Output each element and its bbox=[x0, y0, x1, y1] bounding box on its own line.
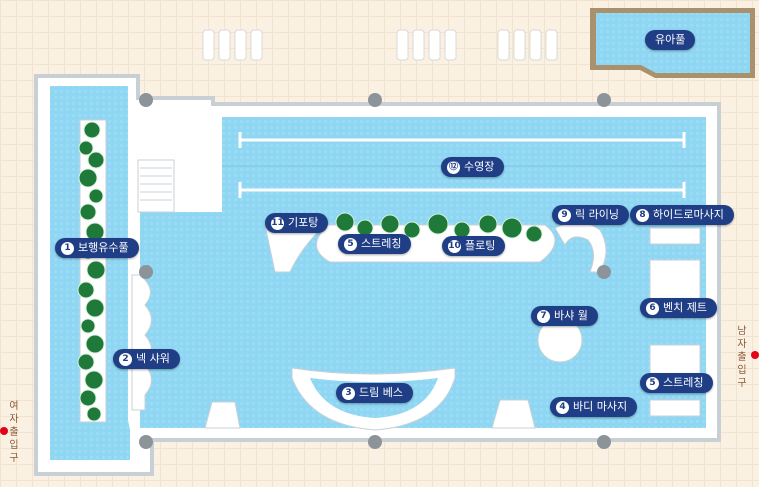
lane-ropes bbox=[238, 132, 686, 198]
women-entrance-label[interactable]: 여자출입구 bbox=[9, 401, 19, 464]
pillars bbox=[139, 93, 611, 449]
pool-steps bbox=[137, 159, 175, 213]
label-baby-pool[interactable]: 유아풀 bbox=[645, 30, 696, 50]
women-entrance-marker bbox=[0, 427, 8, 435]
lounge-chairs bbox=[202, 29, 558, 61]
body-massage-benches bbox=[204, 399, 536, 429]
neck-shower-wall bbox=[131, 274, 152, 411]
men-entrance-label[interactable]: 남자출입구 bbox=[737, 326, 747, 389]
men-entrance-marker bbox=[751, 351, 759, 359]
plants-center bbox=[335, 212, 543, 243]
right-jets bbox=[649, 227, 701, 417]
